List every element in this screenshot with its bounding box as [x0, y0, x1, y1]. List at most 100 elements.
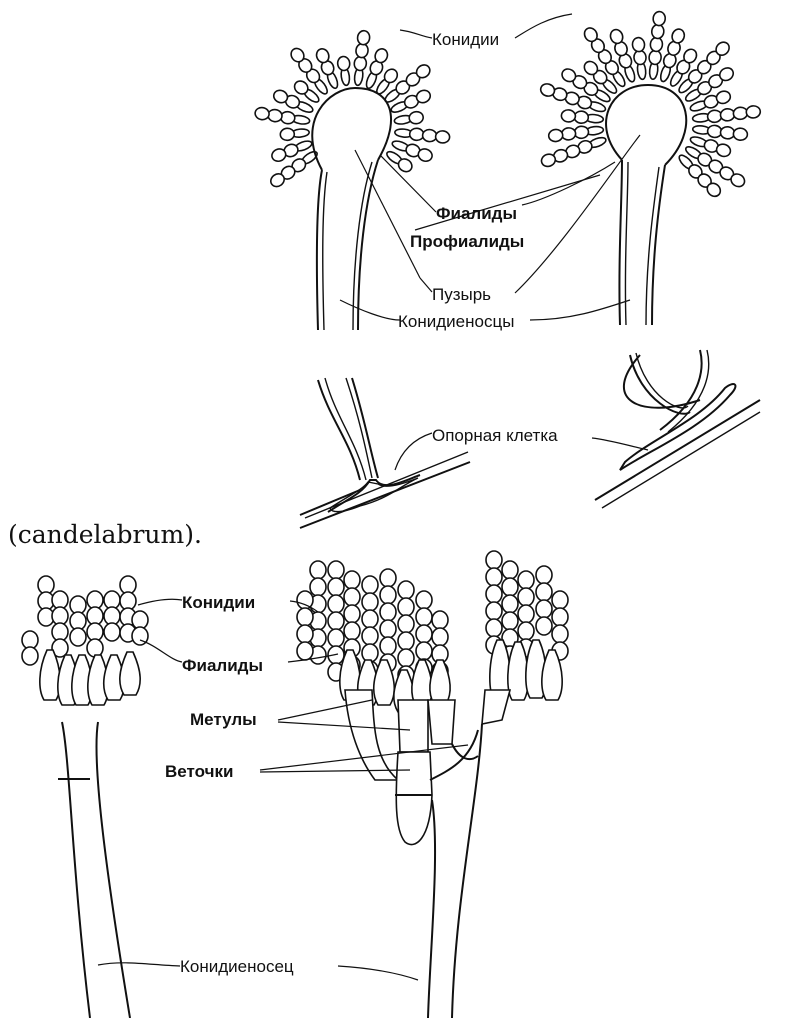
conidium [502, 612, 518, 630]
label-vesicle: Пузырь [432, 285, 491, 304]
left-stalk-outer [317, 170, 322, 330]
conidium [297, 642, 313, 660]
conidium [552, 625, 568, 643]
left-stalk-right [358, 160, 378, 330]
conidium [328, 612, 344, 630]
conidium [518, 571, 534, 589]
conidium [398, 615, 414, 633]
conidium [380, 637, 396, 655]
left-penicillus-phialides [40, 650, 140, 705]
right-head [539, 11, 761, 325]
conidium [398, 581, 414, 599]
conidium [416, 625, 432, 643]
conidium [344, 588, 360, 606]
label-branches: Веточки [165, 762, 233, 781]
conidium [22, 647, 38, 665]
conidium [552, 608, 568, 626]
right-vesicle [606, 85, 686, 165]
left-foot [300, 378, 470, 528]
conidium [380, 620, 396, 638]
label-conidiophore: Конидиеносец [180, 957, 294, 976]
left-stalk-inner [323, 172, 327, 330]
label-foot-cell: Опорная клетка [432, 426, 558, 445]
conidium [344, 571, 360, 589]
conidium [548, 129, 563, 143]
phialide [40, 650, 60, 700]
label-conidiophores: Конидиеносцы [398, 312, 514, 331]
conidium [486, 568, 502, 586]
conidium [357, 30, 371, 45]
conidium [310, 578, 326, 596]
conidium [297, 591, 313, 609]
conidium [362, 593, 378, 611]
conidium [398, 632, 414, 650]
right-stalk-left [619, 160, 622, 325]
conidium [502, 578, 518, 596]
conidium [733, 127, 748, 140]
left-head [254, 30, 450, 330]
conidium [380, 603, 396, 621]
label-conidia-top: Конидии [432, 30, 499, 49]
conidium [518, 622, 534, 640]
conidium [310, 561, 326, 579]
conidium [486, 585, 502, 603]
conidium [380, 586, 396, 604]
conidium [297, 608, 313, 626]
conidium [518, 605, 534, 623]
conidium [435, 130, 450, 143]
conidium [486, 619, 502, 637]
conidium [561, 109, 576, 122]
conidium [416, 591, 432, 609]
conidium [486, 551, 502, 569]
conidium [328, 561, 344, 579]
conidium [408, 111, 424, 125]
conidium [422, 129, 437, 142]
conidium [297, 625, 313, 643]
conidium [254, 107, 270, 121]
conidium [552, 591, 568, 609]
conidium [416, 608, 432, 626]
conidium [746, 105, 761, 119]
right-conidia-chains [539, 11, 761, 199]
conidium [328, 629, 344, 647]
label-phialides-top: Фиалиды [436, 204, 517, 223]
conidium [416, 642, 432, 660]
conidium [362, 627, 378, 645]
conidium [280, 128, 295, 141]
conidium [518, 588, 534, 606]
caption-candelabrum: (candelabrum). [8, 520, 202, 549]
conidium [344, 605, 360, 623]
conidium [328, 595, 344, 613]
conidium [380, 569, 396, 587]
conidium [328, 578, 344, 596]
label-conidia-bottom: Конидии [182, 593, 255, 612]
penicillium-figure: Конидии Фиалиды Метулы Веточки Конидиено… [22, 551, 568, 1018]
conidium [337, 56, 351, 71]
conidium [632, 37, 646, 52]
label-prophialides: Профиалиды [410, 232, 524, 251]
conidium [432, 628, 448, 646]
right-penicillus [297, 551, 568, 1018]
conidium [502, 595, 518, 613]
conidium [398, 598, 414, 616]
aspergillus-figure: Конидии Фиалиды Профиалиды Пузырь Кониди… [254, 11, 761, 528]
conidium [70, 628, 86, 646]
conidium [104, 623, 120, 641]
phialide [120, 652, 140, 695]
conidium [536, 566, 552, 584]
right-foot [595, 350, 760, 508]
conidium [362, 576, 378, 594]
conidium [536, 600, 552, 618]
left-vesicle [312, 88, 391, 170]
conidium [652, 11, 665, 26]
left-penicillus [22, 576, 148, 1018]
right-stalk-right [652, 165, 665, 325]
conidium [344, 622, 360, 640]
conidium [502, 561, 518, 579]
conidium [432, 611, 448, 629]
conidium [362, 610, 378, 628]
left-conidia-chains [254, 30, 450, 189]
conidium [486, 602, 502, 620]
conidium [536, 617, 552, 635]
